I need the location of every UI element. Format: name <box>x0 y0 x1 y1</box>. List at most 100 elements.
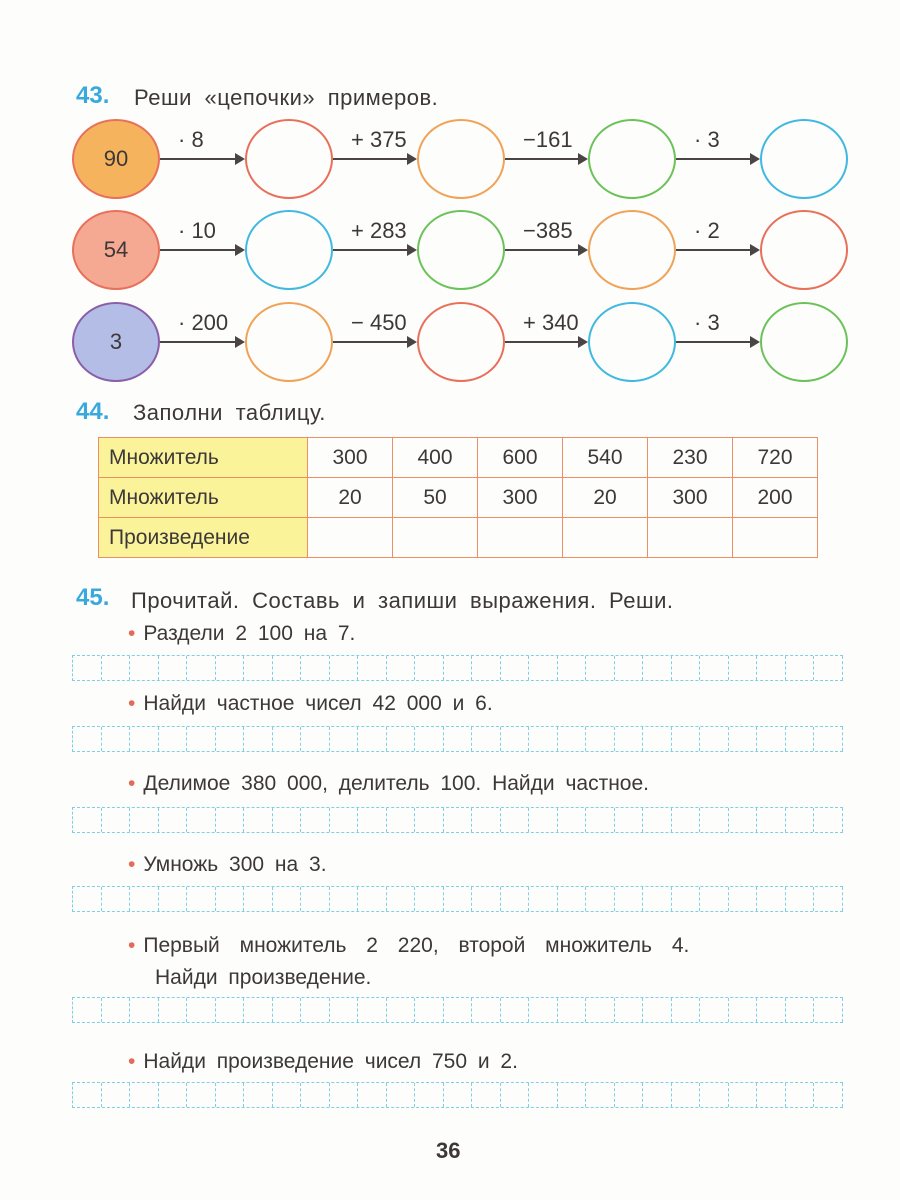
grid-cell[interactable] <box>501 998 529 1022</box>
grid-cell[interactable] <box>757 1083 786 1107</box>
grid-cell[interactable] <box>130 887 159 911</box>
grid-cell[interactable] <box>672 656 700 680</box>
grid-cell[interactable] <box>672 727 700 751</box>
grid-cell[interactable] <box>786 1083 814 1107</box>
grid-cell[interactable] <box>216 1083 244 1107</box>
grid-cell[interactable] <box>330 656 358 680</box>
grid-cell[interactable] <box>444 656 472 680</box>
grid-cell[interactable] <box>273 808 301 832</box>
answer-circle[interactable] <box>588 210 676 290</box>
grid-cell[interactable] <box>672 1083 700 1107</box>
grid-cell[interactable] <box>187 656 216 680</box>
grid-cell[interactable] <box>244 887 273 911</box>
grid-cell[interactable] <box>814 887 843 911</box>
answer-grid[interactable] <box>72 807 843 833</box>
grid-cell[interactable] <box>130 727 159 751</box>
grid-cell[interactable] <box>672 998 700 1022</box>
grid-cell[interactable] <box>501 656 529 680</box>
grid-cell[interactable] <box>73 887 102 911</box>
product-answer-cell[interactable] <box>307 517 393 558</box>
grid-cell[interactable] <box>273 998 301 1022</box>
grid-cell[interactable] <box>387 656 415 680</box>
grid-cell[interactable] <box>501 1083 529 1107</box>
grid-cell[interactable] <box>757 727 786 751</box>
grid-cell[interactable] <box>786 887 814 911</box>
grid-cell[interactable] <box>358 998 387 1022</box>
grid-cell[interactable] <box>558 808 586 832</box>
grid-cell[interactable] <box>301 1083 330 1107</box>
grid-cell[interactable] <box>729 656 757 680</box>
answer-circle[interactable] <box>417 210 505 290</box>
product-answer-cell[interactable] <box>392 517 478 558</box>
grid-cell[interactable] <box>472 998 501 1022</box>
grid-cell[interactable] <box>529 727 558 751</box>
grid-cell[interactable] <box>615 727 643 751</box>
grid-cell[interactable] <box>643 887 672 911</box>
grid-cell[interactable] <box>586 1083 615 1107</box>
grid-cell[interactable] <box>529 887 558 911</box>
grid-cell[interactable] <box>415 727 444 751</box>
grid-cell[interactable] <box>301 727 330 751</box>
grid-cell[interactable] <box>814 727 843 751</box>
grid-cell[interactable] <box>700 727 729 751</box>
grid-cell[interactable] <box>273 727 301 751</box>
grid-cell[interactable] <box>102 656 130 680</box>
grid-cell[interactable] <box>786 727 814 751</box>
grid-cell[interactable] <box>187 808 216 832</box>
grid-cell[interactable] <box>444 998 472 1022</box>
grid-cell[interactable] <box>529 656 558 680</box>
grid-cell[interactable] <box>387 727 415 751</box>
grid-cell[interactable] <box>615 998 643 1022</box>
grid-cell[interactable] <box>187 887 216 911</box>
grid-cell[interactable] <box>301 808 330 832</box>
grid-cell[interactable] <box>187 998 216 1022</box>
answer-grid[interactable] <box>72 886 843 912</box>
answer-circle[interactable] <box>417 302 505 382</box>
grid-cell[interactable] <box>643 656 672 680</box>
grid-cell[interactable] <box>387 998 415 1022</box>
grid-cell[interactable] <box>301 887 330 911</box>
grid-cell[interactable] <box>558 656 586 680</box>
grid-cell[interactable] <box>301 998 330 1022</box>
grid-cell[interactable] <box>244 808 273 832</box>
product-answer-cell[interactable] <box>647 517 733 558</box>
grid-cell[interactable] <box>73 1083 102 1107</box>
answer-circle[interactable] <box>245 210 333 290</box>
grid-cell[interactable] <box>472 656 501 680</box>
answer-circle[interactable] <box>588 119 676 199</box>
grid-cell[interactable] <box>643 808 672 832</box>
grid-cell[interactable] <box>330 887 358 911</box>
grid-cell[interactable] <box>159 1083 187 1107</box>
grid-cell[interactable] <box>729 727 757 751</box>
answer-grid[interactable] <box>72 726 843 752</box>
grid-cell[interactable] <box>301 656 330 680</box>
grid-cell[interactable] <box>244 727 273 751</box>
grid-cell[interactable] <box>159 998 187 1022</box>
grid-cell[interactable] <box>159 656 187 680</box>
answer-circle[interactable] <box>760 210 848 290</box>
grid-cell[interactable] <box>814 998 843 1022</box>
grid-cell[interactable] <box>586 998 615 1022</box>
answer-grid[interactable] <box>72 655 843 681</box>
grid-cell[interactable] <box>643 727 672 751</box>
grid-cell[interactable] <box>273 1083 301 1107</box>
grid-cell[interactable] <box>130 656 159 680</box>
grid-cell[interactable] <box>558 887 586 911</box>
grid-cell[interactable] <box>729 808 757 832</box>
grid-cell[interactable] <box>700 808 729 832</box>
grid-cell[interactable] <box>159 727 187 751</box>
grid-cell[interactable] <box>586 656 615 680</box>
grid-cell[interactable] <box>330 727 358 751</box>
grid-cell[interactable] <box>643 1083 672 1107</box>
grid-cell[interactable] <box>757 808 786 832</box>
grid-cell[interactable] <box>102 808 130 832</box>
grid-cell[interactable] <box>187 1083 216 1107</box>
grid-cell[interactable] <box>814 808 843 832</box>
grid-cell[interactable] <box>558 727 586 751</box>
grid-cell[interactable] <box>102 727 130 751</box>
grid-cell[interactable] <box>615 656 643 680</box>
grid-cell[interactable] <box>216 656 244 680</box>
grid-cell[interactable] <box>472 1083 501 1107</box>
grid-cell[interactable] <box>358 1083 387 1107</box>
answer-circle[interactable] <box>760 119 848 199</box>
